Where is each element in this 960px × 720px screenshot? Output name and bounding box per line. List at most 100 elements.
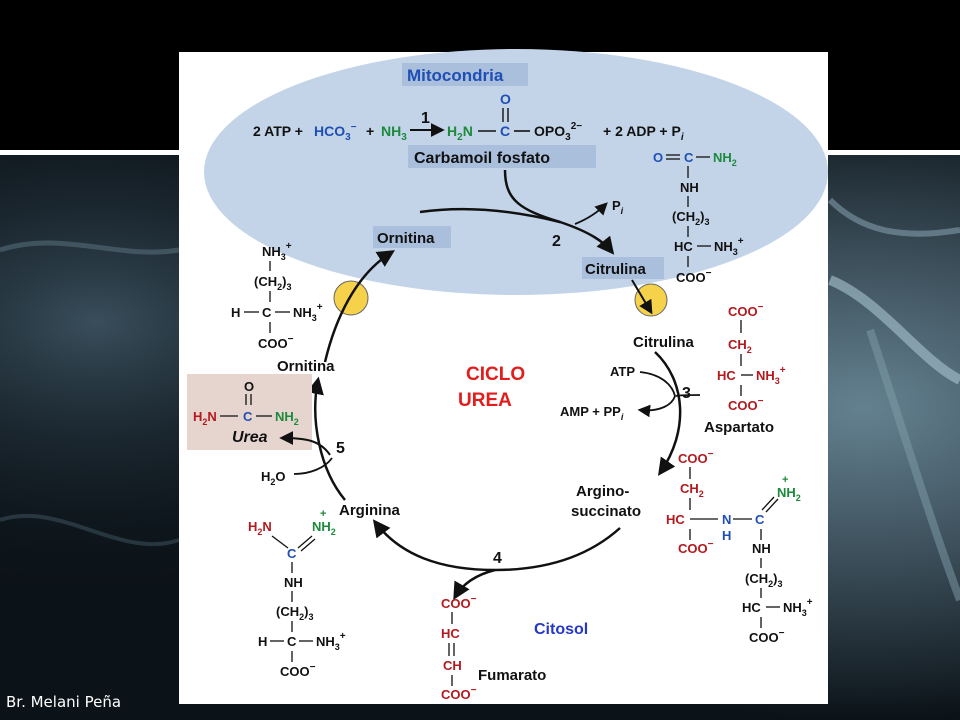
svg-text:NH3+: NH3+ <box>783 597 813 618</box>
svg-text:C: C <box>287 546 297 561</box>
atp-reactant: 2 ATP + <box>253 123 303 139</box>
svg-text:NH3: NH3 <box>381 123 407 143</box>
svg-text:HC: HC <box>674 239 693 254</box>
svg-text:NH2: NH2 <box>777 485 801 503</box>
svg-text:NH: NH <box>680 180 699 195</box>
svg-text:HC: HC <box>717 368 736 383</box>
svg-text:COO−: COO− <box>728 396 764 413</box>
svg-text:H: H <box>231 305 240 320</box>
svg-text:AMP + PPi: AMP + PPi <box>560 404 624 422</box>
svg-text:NH2: NH2 <box>713 150 737 168</box>
svg-text:CH: CH <box>443 658 462 673</box>
svg-text:C: C <box>755 512 765 527</box>
svg-text:HC: HC <box>666 512 685 527</box>
svg-text:(CH2)3: (CH2)3 <box>276 604 314 622</box>
svg-text:HC: HC <box>742 600 761 615</box>
svg-text:O: O <box>653 150 663 165</box>
svg-text:NH3+: NH3+ <box>316 631 346 652</box>
step-3: 3 <box>682 385 691 402</box>
svg-text:COO−: COO− <box>678 539 714 556</box>
svg-text:Pi: Pi <box>612 198 624 216</box>
amp-ppi: AMP + PP <box>560 404 621 419</box>
svg-text:H2N: H2N <box>248 519 272 537</box>
urea-label: Urea <box>232 429 268 446</box>
svg-text:COO−: COO− <box>280 662 316 679</box>
svg-text:H: H <box>258 634 267 649</box>
svg-text:(CH2)3: (CH2)3 <box>672 209 710 227</box>
arginina-label: Arginina <box>339 502 400 519</box>
svg-text:COO−: COO− <box>749 628 785 645</box>
svg-text:2 ATP +: 2 ATP + <box>253 123 303 139</box>
ornithine-transporter <box>333 280 369 316</box>
svg-text:NH3+: NH3+ <box>714 236 744 257</box>
cycle-ornithine-entry <box>323 250 395 363</box>
ammonia: NH <box>381 123 401 139</box>
svg-text:C: C <box>287 634 297 649</box>
svg-text:CH2: CH2 <box>680 481 704 499</box>
svg-text:NH3+: NH3+ <box>262 241 292 262</box>
svg-text:H2O: H2O <box>261 469 286 487</box>
svg-text:COO−: COO− <box>678 449 714 466</box>
svg-text:NH2: NH2 <box>312 519 336 537</box>
svg-text:O: O <box>244 379 254 394</box>
svg-text:COO−: COO− <box>441 594 477 611</box>
svg-text:(CH2)3: (CH2)3 <box>254 274 292 292</box>
phosphate-product: P <box>612 198 621 213</box>
carbamoil-fosfato-label: Carbamoil fosfato <box>414 150 550 167</box>
carbamoyl-carbon: C <box>500 123 510 139</box>
svg-text:NH: NH <box>752 541 771 556</box>
citrulina-mito-label: Citrulina <box>585 261 646 278</box>
svg-text:H2N: H2N <box>447 123 473 143</box>
atp-step3: ATP <box>610 364 635 379</box>
svg-text:C: C <box>262 305 272 320</box>
svg-text:HCO3−: HCO3− <box>314 122 357 143</box>
step-1: 1 <box>421 110 430 127</box>
ornitina-cyto-label: Ornitina <box>277 358 335 375</box>
svg-text:COO−: COO− <box>676 268 712 285</box>
svg-text:COO−: COO− <box>441 685 477 702</box>
svg-text:NH3+: NH3+ <box>756 365 786 386</box>
mitochondrion <box>204 49 828 295</box>
cycle-citrulline-to-argininosuccinate <box>654 351 682 476</box>
svg-text:COO−: COO− <box>258 334 294 351</box>
step-5: 5 <box>336 440 345 457</box>
ornitina-mito-box <box>373 226 451 248</box>
step-4: 4 <box>493 550 502 567</box>
svg-text:O: O <box>500 91 511 107</box>
svg-text:HC: HC <box>441 626 460 641</box>
svg-text:CH2: CH2 <box>728 337 752 355</box>
author-credit: Br. Melani Peña <box>6 693 122 711</box>
cycle-title-line2: UREA <box>458 390 512 411</box>
cycle-title-line1: CICLO <box>466 364 525 385</box>
mitochondria-label: Mitocondria <box>407 66 504 85</box>
water: H <box>261 469 270 484</box>
svg-text:+ 2 ADP + Pi: + 2 ADP + Pi <box>603 123 684 143</box>
fumarato-label: Fumarato <box>478 667 546 684</box>
svg-text:NH3+: NH3+ <box>293 302 323 323</box>
svg-text:NH: NH <box>284 575 303 590</box>
urea-release-arrow <box>279 431 331 456</box>
mitochondria-label-box <box>402 63 528 86</box>
svg-text:COO−: COO− <box>728 302 764 319</box>
svg-text:H: H <box>722 528 731 543</box>
svg-text:N: N <box>722 512 731 527</box>
aspartato-label: Aspartato <box>704 419 774 436</box>
fumarate-branch-arrow <box>453 568 496 601</box>
citrulina-cyto-label: Citrulina <box>633 334 694 351</box>
step-2: 2 <box>552 233 561 250</box>
ornitina-mito-label: Ornitina <box>377 230 435 247</box>
svg-text:NH2: NH2 <box>275 409 299 427</box>
svg-text:C: C <box>684 150 694 165</box>
bicarbonate: HCO <box>314 123 345 139</box>
svg-text:OPO32−: OPO32− <box>534 121 582 143</box>
carbamoil-label-box <box>408 145 596 168</box>
svg-text:+: + <box>782 474 788 486</box>
svg-text:H2N: H2N <box>193 409 217 427</box>
argininosuccinato-label-2: succinato <box>571 503 641 520</box>
citosol-label: Citosol <box>534 621 588 638</box>
svg-text:(CH2)3: (CH2)3 <box>745 571 783 589</box>
svg-text:+: + <box>320 508 326 520</box>
plus-sign: + <box>366 123 374 139</box>
citrulina-mito-box <box>582 257 664 279</box>
